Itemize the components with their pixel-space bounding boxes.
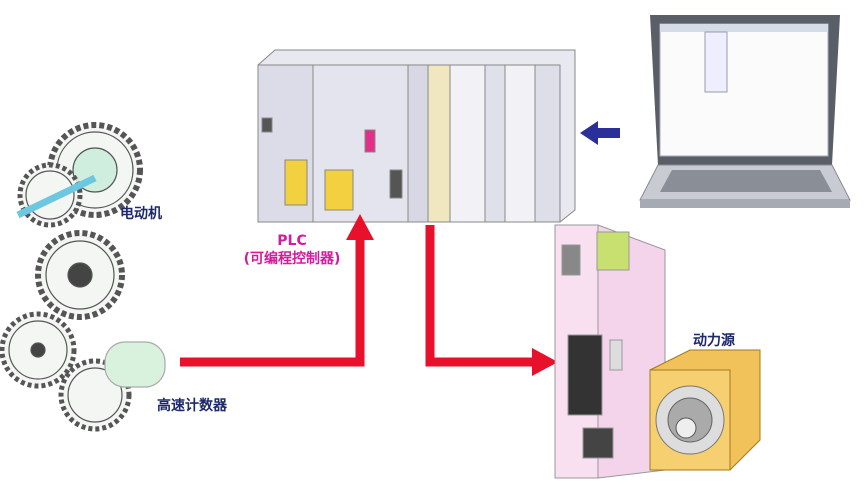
plc-label: PLC (可编程控制器): [222, 232, 362, 268]
counter-label: 高速计数器: [157, 398, 227, 414]
arrowhead-right-icon: [532, 348, 558, 376]
plc-subtitle: (可编程控制器): [243, 251, 341, 267]
plc-title: PLC: [277, 233, 307, 249]
motor-label: 电动机: [120, 206, 162, 222]
servo-motor-icon: [649, 349, 761, 471]
servo-drive-icon: [554, 224, 666, 479]
counter-to-plc-arrow: [180, 238, 365, 367]
motor-gears-icon: [0, 122, 166, 432]
blue-arrow-icon: [580, 121, 620, 145]
plc-to-drive-arrow: [425, 225, 535, 367]
plc-rack-icon: [257, 49, 576, 223]
laptop-icon: [639, 15, 851, 208]
power-source-label: 动力源: [693, 333, 735, 349]
arrowhead-up-icon: [346, 214, 374, 240]
